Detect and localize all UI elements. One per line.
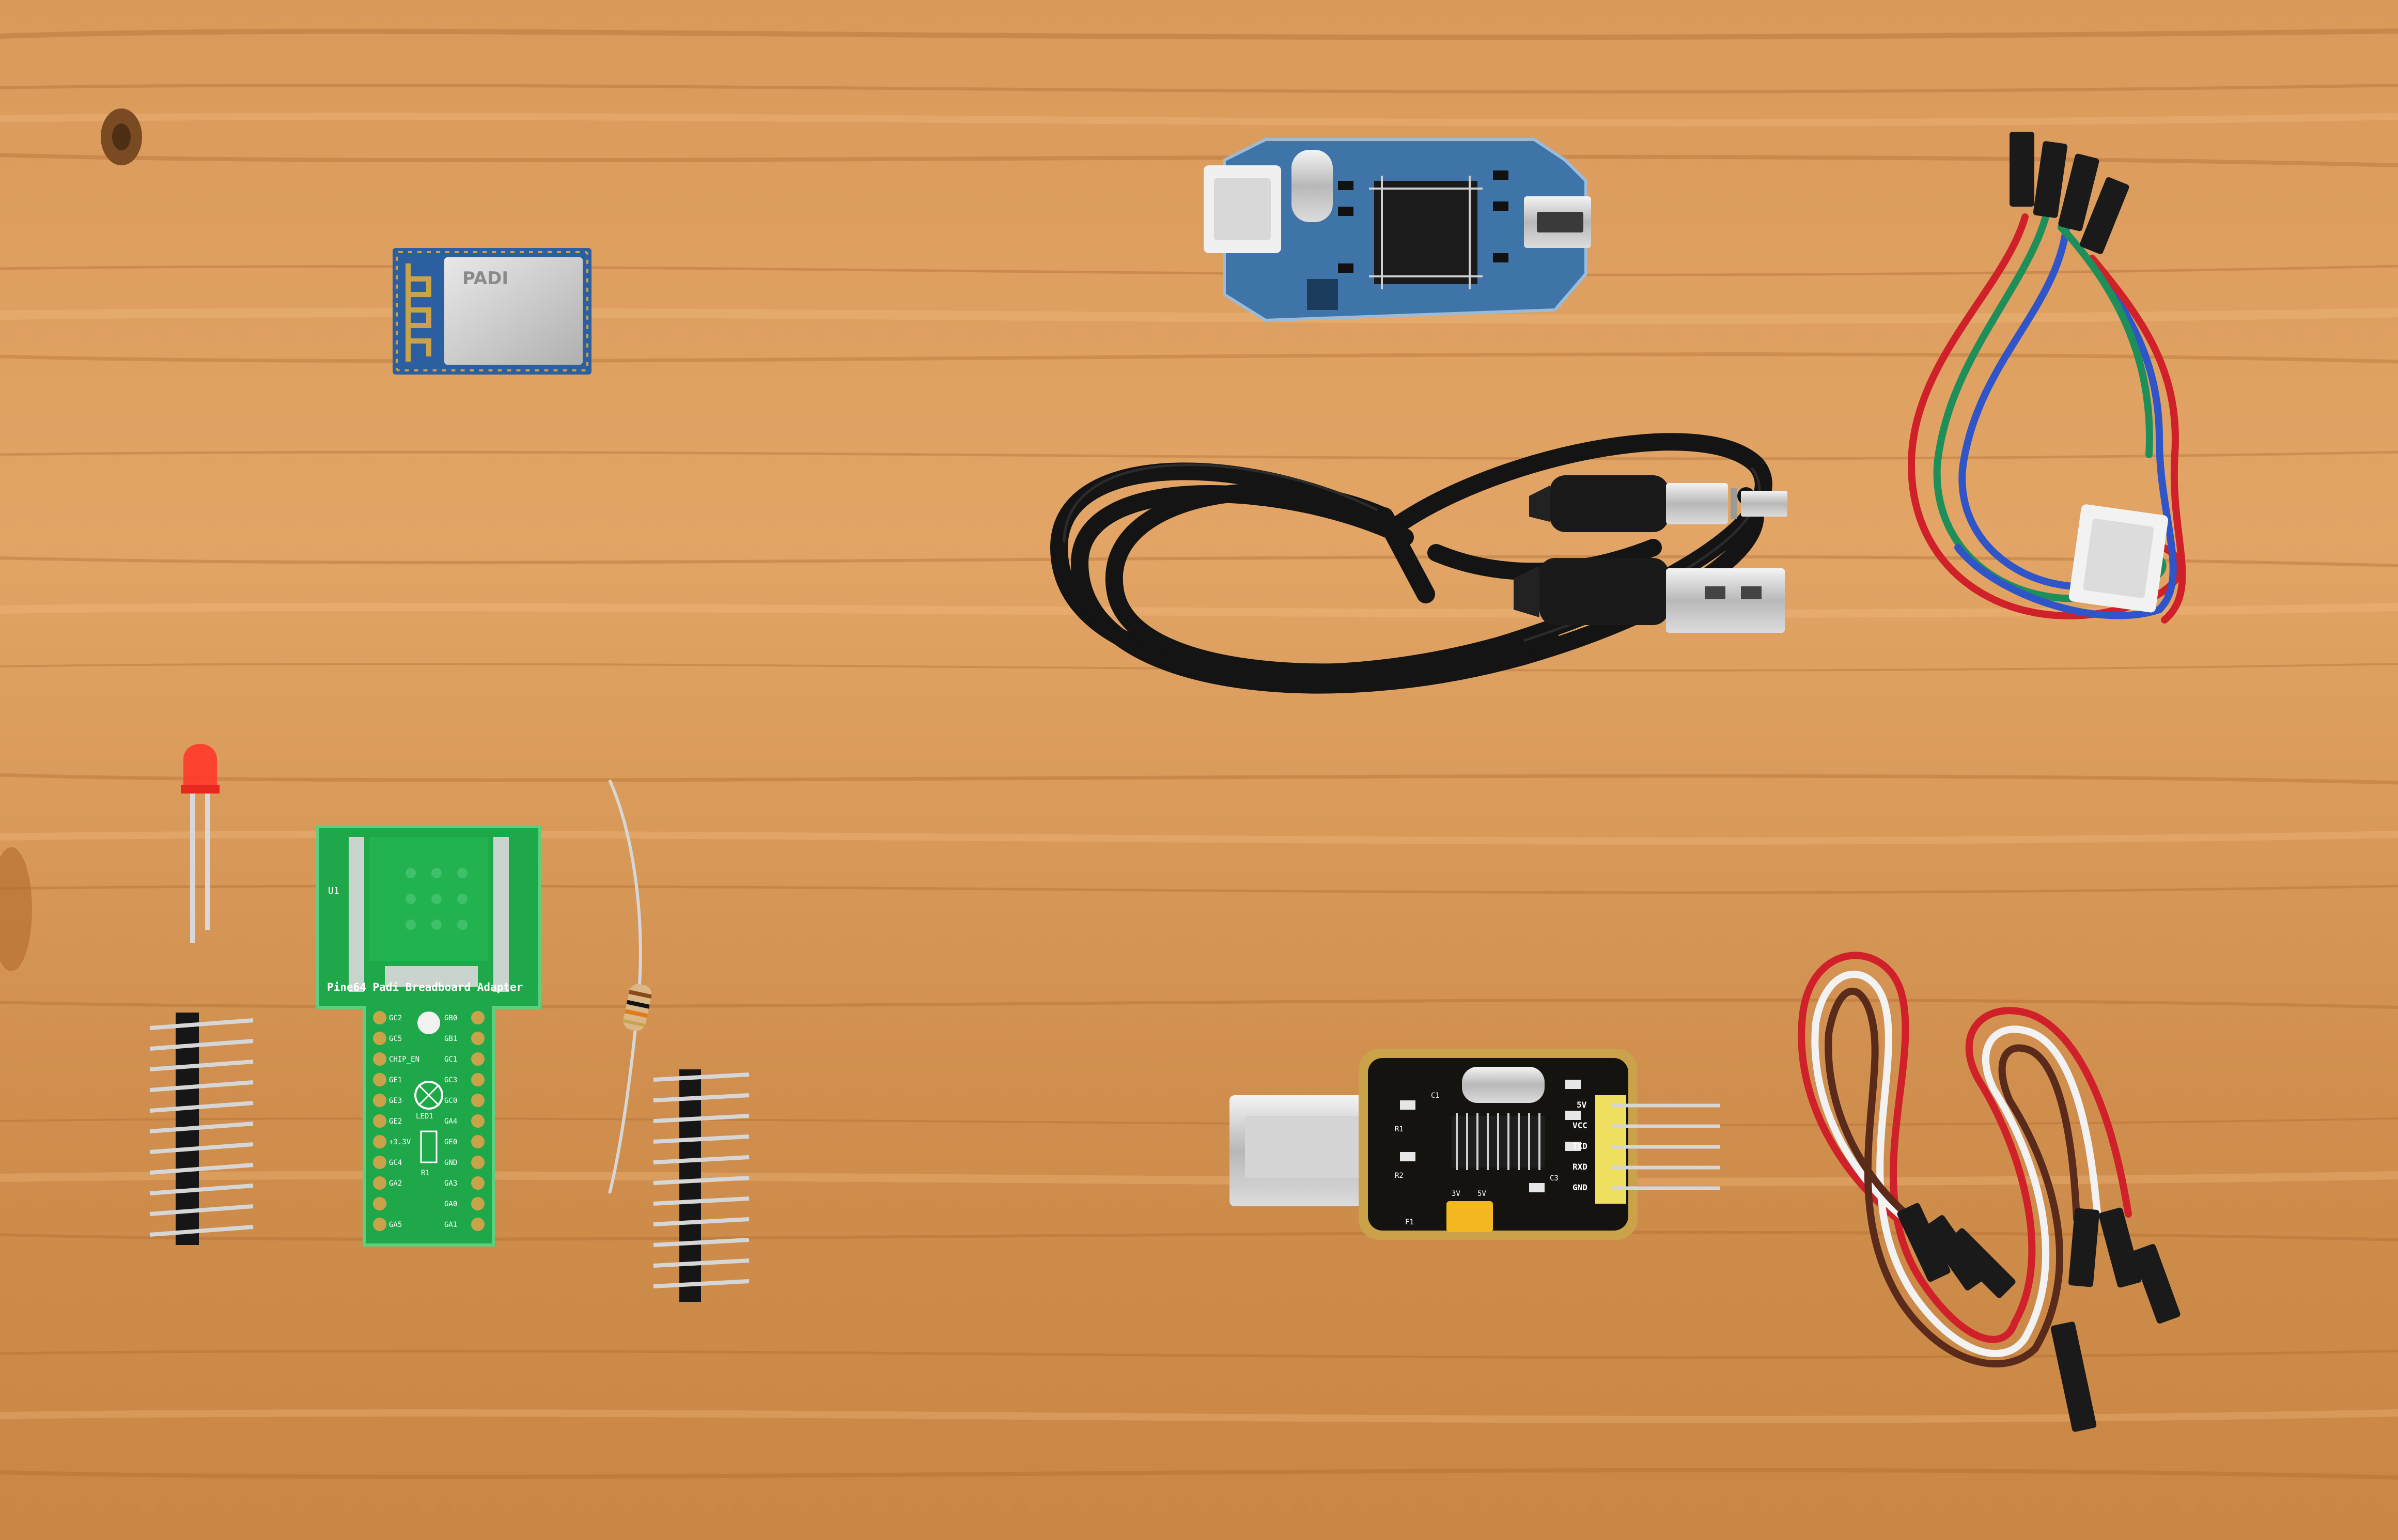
padi-wifi-module: PADI bbox=[393, 248, 591, 375]
pin-label: GC4 bbox=[389, 1159, 402, 1167]
pin-label: GC5 bbox=[389, 1035, 402, 1043]
pin-label: GA5 bbox=[389, 1221, 402, 1229]
adapter-led-label: LED1 bbox=[416, 1112, 433, 1121]
header-pins-left bbox=[149, 1018, 254, 1237]
pin-label: GA2 bbox=[389, 1179, 402, 1188]
module-label: PADI bbox=[462, 268, 508, 289]
main-ic-chip bbox=[1374, 181, 1477, 284]
usb-uart-adapter: 5V VCC TXD RXD GND 3V 5V F1 C1 C3 R1 R2 bbox=[1229, 1049, 1720, 1240]
dupont-connectors bbox=[2010, 132, 2129, 254]
four-wire-jumper-cable bbox=[1907, 132, 2186, 624]
pin-label: GC1 bbox=[444, 1055, 457, 1064]
breadboard-adapter-board: U1 Pine64 Padi Breadboard Adapter GC2 GB… bbox=[316, 825, 541, 1247]
pin-label: GA0 bbox=[444, 1200, 457, 1208]
pin-label: GE3 bbox=[389, 1097, 402, 1105]
red-led bbox=[181, 744, 220, 943]
pin-header-left bbox=[149, 1013, 254, 1245]
adapter-resistor-label: R1 bbox=[421, 1169, 430, 1177]
pin-label: GC0 bbox=[444, 1097, 457, 1105]
wood-knot-left-edge bbox=[0, 847, 32, 971]
dupont-connector-housings bbox=[1897, 1203, 2181, 1432]
pcb-antenna bbox=[406, 263, 431, 362]
cable-twist-tie bbox=[1375, 507, 1435, 603]
pin-label: GA1 bbox=[444, 1221, 457, 1229]
mini-usb-plug bbox=[1529, 475, 1787, 532]
pin-label: GE1 bbox=[389, 1076, 402, 1084]
uart-pin-label: VCC bbox=[1572, 1121, 1587, 1130]
pin-label: GE2 bbox=[389, 1117, 402, 1126]
dupont-jumper-wires bbox=[1798, 952, 2181, 1432]
uart-pin-label: TXD bbox=[1572, 1141, 1587, 1151]
pin-label: GA4 bbox=[444, 1117, 457, 1126]
usb-a-plug bbox=[1514, 558, 1785, 633]
mounting-hole bbox=[417, 1012, 440, 1034]
jumper-label: 3V bbox=[1452, 1190, 1460, 1198]
pin-label: GB1 bbox=[444, 1035, 457, 1043]
pin-label: CHIP_EN bbox=[389, 1055, 419, 1064]
pin-label: GA3 bbox=[444, 1179, 457, 1188]
ref-label: C1 bbox=[1431, 1092, 1440, 1100]
pin-header-box bbox=[1595, 1095, 1626, 1204]
wood-knot-core bbox=[112, 123, 131, 150]
adapter-ref-label: U1 bbox=[328, 885, 339, 896]
crystal-oscillator bbox=[1291, 150, 1333, 222]
rf-shield-can bbox=[444, 257, 583, 365]
jtag-programmer-board bbox=[1204, 138, 1591, 322]
mini-usb-cable bbox=[1050, 433, 1787, 694]
pin-label: GC3 bbox=[444, 1076, 457, 1084]
pin-label: +3.3V bbox=[389, 1138, 411, 1146]
header-pins-middle bbox=[653, 1072, 750, 1288]
pin-header-middle bbox=[653, 1069, 750, 1302]
ref-label: R2 bbox=[1395, 1172, 1404, 1180]
adapter-board-title: Pine64 Padi Breadboard Adapter bbox=[327, 981, 523, 993]
crystal bbox=[1462, 1067, 1545, 1103]
voltage-jumper bbox=[1446, 1201, 1493, 1232]
through-hole-pads bbox=[373, 1011, 485, 1231]
pin-label: GND bbox=[444, 1159, 457, 1167]
jst-housing bbox=[2068, 504, 2169, 613]
uart-pin-label: GND bbox=[1572, 1183, 1587, 1192]
pin-label: GE0 bbox=[444, 1138, 457, 1146]
pin-label: GC2 bbox=[389, 1014, 402, 1022]
uart-pin-label: 5V bbox=[1577, 1100, 1587, 1110]
resistor bbox=[608, 779, 652, 1194]
jumper-label: 5V bbox=[1477, 1190, 1486, 1198]
uart-pin-label: RXD bbox=[1572, 1162, 1587, 1172]
ref-label: F1 bbox=[1405, 1218, 1414, 1226]
module-pads bbox=[349, 837, 509, 992]
pin-label: GB0 bbox=[444, 1014, 457, 1022]
ref-label: R1 bbox=[1395, 1125, 1404, 1133]
ref-label: C3 bbox=[1550, 1174, 1559, 1183]
wood-grain bbox=[0, 28, 2398, 1480]
